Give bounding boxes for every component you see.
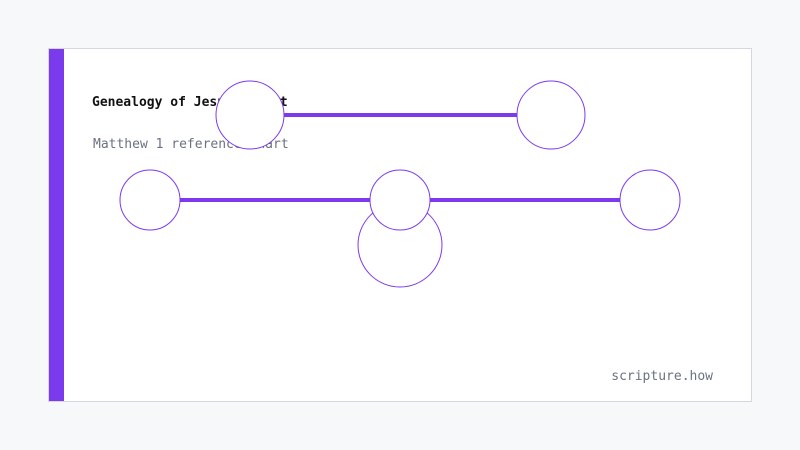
node-middle-left: [119, 169, 181, 231]
site-watermark: scripture.how: [611, 369, 713, 384]
node-middle-center: [369, 169, 431, 231]
node-top-right: [516, 80, 586, 150]
node-middle-right: [619, 169, 681, 231]
node-top-left: [215, 80, 285, 150]
accent-bar: [49, 49, 64, 401]
